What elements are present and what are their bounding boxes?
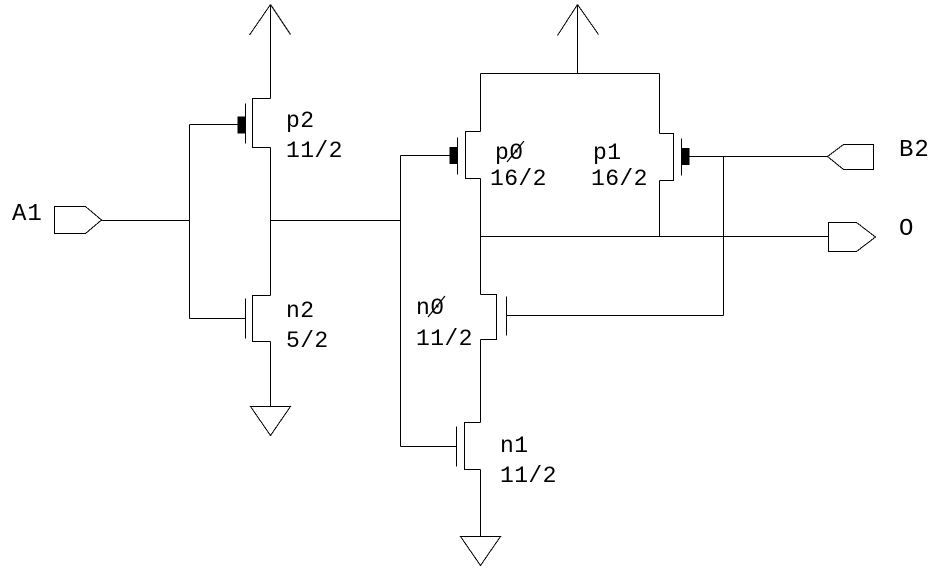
label-port-a1: A1: [12, 201, 43, 228]
port-o[interactable]: [828, 222, 877, 252]
size-n0: 11/2: [416, 326, 473, 352]
label-port-o: O: [899, 216, 914, 243]
p1-pmos-gate-blob: [681, 148, 690, 165]
transistor-p0[interactable]: [400, 73, 481, 179]
p0-zero-slash: [506, 140, 525, 163]
transistor-n1[interactable]: [400, 422, 481, 470]
p2-pmos-gate-blob: [237, 116, 246, 134]
vdd-symbol-left[interactable]: [249, 4, 291, 99]
label-p2: p2: [286, 108, 314, 134]
size-p1: 16/2: [591, 166, 648, 192]
transistor-p1[interactable]: [659, 73, 828, 237]
transistor-n0[interactable]: [480, 294, 724, 340]
transistor-n2[interactable]: [189, 295, 271, 342]
gnd-symbol-left[interactable]: [249, 406, 292, 437]
label-p0: p0: [495, 140, 523, 166]
label-n0: n0: [416, 295, 444, 321]
size-n1: 11/2: [500, 463, 557, 489]
vdd-symbol-right[interactable]: [557, 4, 599, 74]
n0-zero-slash: [427, 295, 446, 318]
label-n2: n2: [286, 298, 314, 324]
size-p2: 11/2: [286, 138, 343, 164]
label-n1: n1: [500, 433, 528, 459]
transistor-p2[interactable]: [189, 98, 271, 148]
gnd-symbol-right[interactable]: [459, 536, 502, 567]
label-p1: p1: [593, 140, 621, 166]
size-n2: 5/2: [286, 328, 329, 354]
label-port-b2: B2: [899, 137, 930, 164]
port-b2[interactable]: [826, 144, 874, 170]
p0-pmos-gate-blob: [449, 147, 458, 164]
port-a1[interactable]: [54, 206, 103, 234]
size-p0: 16/2: [490, 166, 547, 192]
